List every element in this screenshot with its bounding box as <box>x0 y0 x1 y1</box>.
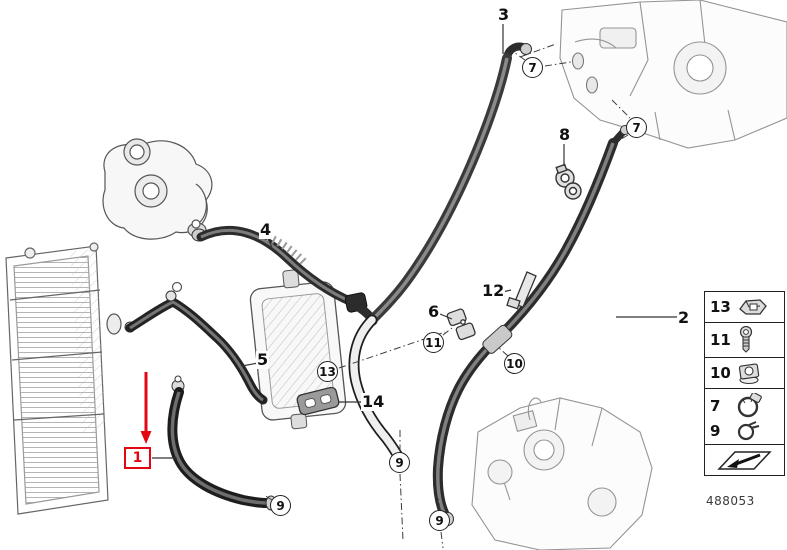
clamp-8-illustration <box>555 163 582 200</box>
legend-label-13: 13 <box>710 298 731 316</box>
callout-7-circled-b[interactable]: 7 <box>626 117 647 138</box>
radiator-illustration <box>5 242 122 515</box>
callout-5[interactable]: 5 <box>256 350 270 369</box>
callout-6[interactable]: 6 <box>427 302 441 321</box>
screw-icon <box>739 326 752 353</box>
legend-label-11: 11 <box>710 331 731 349</box>
spring-clamp-icon <box>737 420 760 440</box>
callout-9-circled-b[interactable]: 9 <box>389 452 410 473</box>
callout-13-circled[interactable]: 13 <box>317 361 338 382</box>
callout-11-circled[interactable]: 11 <box>423 332 444 353</box>
callout-1-highlighted[interactable]: 1 <box>124 447 151 469</box>
coolant-pump-illustration <box>102 138 213 293</box>
hose-5-illustration <box>124 290 268 405</box>
callout-12[interactable]: 12 <box>481 281 506 300</box>
legend-label-9: 9 <box>710 421 721 440</box>
clip-icon <box>738 299 767 315</box>
nut-icon <box>738 363 760 385</box>
direction-arrow-icon <box>716 451 772 470</box>
callout-8[interactable]: 8 <box>558 125 572 144</box>
hvac-unit-illustration <box>559 0 787 149</box>
legend-item-10[interactable]: 10 <box>705 358 784 389</box>
callout-7-circled-a[interactable]: 7 <box>522 57 543 78</box>
clips-6-illustration <box>446 308 476 341</box>
hose-2-illustration <box>432 125 630 526</box>
highlight-arrow <box>140 372 152 444</box>
callout-10-circled[interactable]: 10 <box>504 353 525 374</box>
callout-2[interactable]: 2 <box>677 308 691 327</box>
callout-4[interactable]: 4 <box>259 220 273 239</box>
callout-3[interactable]: 3 <box>497 5 511 24</box>
legend-item-13[interactable]: 13 <box>705 292 784 323</box>
hose-clamp-icon <box>737 392 762 417</box>
hose-4-illustration <box>191 225 378 326</box>
legend-panel: 13 11 10 <box>704 291 785 476</box>
legend-item-11[interactable]: 11 <box>705 323 784 358</box>
callout-14[interactable]: 14 <box>361 392 386 411</box>
bracket-12-illustration <box>506 271 537 310</box>
legend-label-7: 7 <box>710 396 721 415</box>
grommet-14-illustration <box>296 386 340 416</box>
legend-label-10: 10 <box>710 364 731 382</box>
legend-item-7-9[interactable]: 7 9 <box>705 389 784 445</box>
callout-9-circled-c[interactable]: 9 <box>429 510 450 531</box>
legend-direction-row <box>705 445 784 475</box>
heat-exchanger-illustration <box>249 269 347 430</box>
engine-illustration <box>471 397 653 550</box>
callout-9-circled-a[interactable]: 9 <box>270 495 291 516</box>
sleeve-10-illustration <box>482 324 513 354</box>
diagram-part-number: 488053 <box>706 494 755 508</box>
